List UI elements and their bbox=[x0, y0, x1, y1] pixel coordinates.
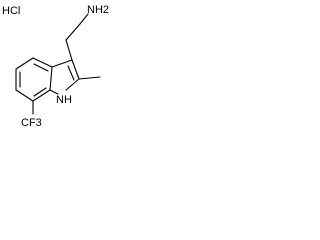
salt-label: HCl bbox=[2, 5, 20, 17]
pyrrole-ring bbox=[49, 59, 80, 95]
ethylamine-chain bbox=[65, 13, 89, 61]
c7-c7a-double-bond bbox=[33, 87, 47, 97]
methyl-bond bbox=[78, 76, 101, 80]
amine-label: NH2 bbox=[87, 4, 109, 16]
c7-c7a-bond bbox=[32, 89, 51, 102]
c3a-c4-bond bbox=[32, 57, 53, 68]
amine-text: NH2 bbox=[87, 4, 109, 16]
c3a-c4-double-bond bbox=[33, 63, 49, 72]
n1-c7a-bond bbox=[49, 89, 59, 95]
chain-bond-1 bbox=[65, 39, 73, 61]
c3a-c7a-bond bbox=[49, 66, 53, 91]
benzene-ring bbox=[15, 57, 53, 102]
chain-bond-3 bbox=[79, 13, 89, 25]
molecule-drawing: HCl NH2 bbox=[2, 4, 109, 129]
chemical-structure-diagram: HCl NH2 bbox=[0, 0, 113, 148]
cf3-label: CF3 bbox=[21, 117, 42, 129]
c2-n1-bond bbox=[65, 78, 80, 91]
indole-nh-label: NH bbox=[56, 94, 72, 106]
c3-c2-double-bond bbox=[67, 65, 75, 81]
chain-bond-2 bbox=[65, 23, 81, 41]
c6-c7-bond bbox=[15, 89, 34, 102]
c3-c2-bond bbox=[71, 59, 80, 80]
c4-c5-bond bbox=[15, 57, 34, 70]
c3a-c3-bond bbox=[51, 59, 73, 68]
